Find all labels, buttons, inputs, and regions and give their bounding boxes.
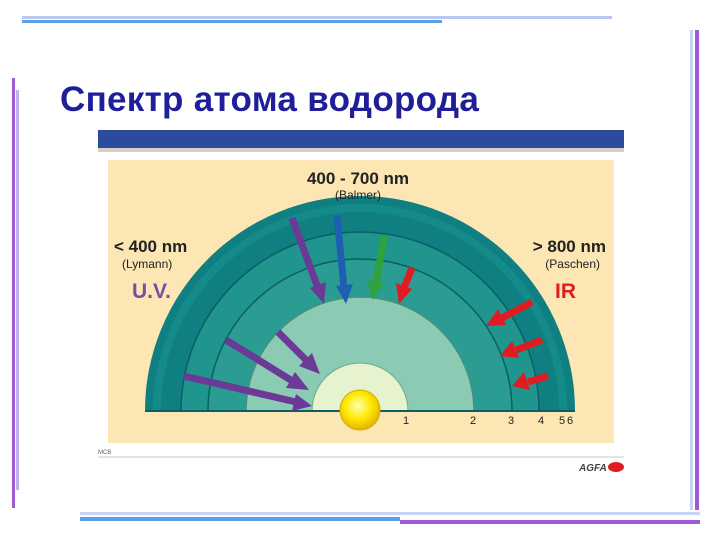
lyman-arrow-2 <box>224 337 296 385</box>
uv-arrowhead-balmer <box>310 282 326 304</box>
bottom-deco-line-light <box>80 512 700 515</box>
uv-region-label: U.V. <box>132 280 171 303</box>
lyman-arrow-1 <box>275 329 311 365</box>
core-region <box>311 362 409 412</box>
level-number-labels: 1 2 3 4 5 6 <box>403 415 573 427</box>
left-deco-line-purple <box>12 78 15 508</box>
lyman-arrowhead-2 <box>286 372 309 390</box>
agfa-logo-mark <box>608 462 624 472</box>
spectrum-diagram: 400 - 700 nm (Balmer) < 400 nm (Lymann) … <box>98 130 624 474</box>
balmer-series-label: (Balmer) <box>335 188 381 202</box>
ir-arrows <box>486 298 550 390</box>
uv-arrows <box>183 216 326 411</box>
uv-arrow-balmer <box>288 216 322 290</box>
nucleus-sun <box>339 389 381 431</box>
balmer-arrow-blue <box>333 215 348 289</box>
lyman-arrowhead-1 <box>299 353 320 374</box>
paschen-arrowhead-1 <box>486 309 506 326</box>
visible-arrows <box>333 215 416 304</box>
balmer-range-label: 400 - 700 nm <box>307 169 409 188</box>
hydrogen-spectrum-figure: 400 - 700 nm (Balmer) < 400 nm (Lymann) … <box>96 128 628 478</box>
balmer-arrowhead-blue <box>336 284 353 304</box>
bottom-deco-line-blue <box>80 517 400 521</box>
bottom-deco-line-purple <box>400 520 700 524</box>
credit-left: MCB <box>98 450 111 456</box>
lyman-series-label: (Lymann) <box>122 257 172 271</box>
level-number-2: 2 <box>470 415 476 427</box>
right-deco-line-light <box>690 30 693 510</box>
balmer-arrow-red <box>400 266 416 290</box>
lyman-arrow-3 <box>183 372 297 406</box>
lyman-range-label: < 400 nm <box>114 237 187 256</box>
paschen-range-label: > 800 nm <box>533 237 606 256</box>
level-number-1: 1 <box>403 415 409 427</box>
level-number-3: 3 <box>508 415 514 427</box>
agfa-logo: AGFA <box>578 462 624 474</box>
paschen-arrow-1 <box>500 298 534 322</box>
balmer-arrowhead-red <box>396 283 412 304</box>
agfa-wordmark: AGFA <box>578 463 607 474</box>
paschen-arrow-2 <box>514 336 544 354</box>
figure-top-bar-shadow <box>98 148 624 152</box>
level-number-6: 6 <box>567 415 573 427</box>
slide-title: Спектр атома водорода <box>60 80 480 119</box>
paschen-arrow-3 <box>526 372 550 386</box>
balmer-arrow-green <box>372 235 388 285</box>
right-deco-line-purple <box>695 30 699 510</box>
paschen-arrowhead-3 <box>512 372 530 390</box>
paschen-series-label: (Paschen) <box>545 257 600 271</box>
ir-region-label: IR <box>555 280 576 303</box>
paschen-arrowhead-2 <box>500 341 519 358</box>
lyman-arrowhead-3 <box>292 394 312 411</box>
energy-levels <box>145 196 575 412</box>
top-deco-line-light <box>22 16 612 19</box>
left-deco-line-blue <box>16 90 19 490</box>
level-number-4: 4 <box>538 415 544 427</box>
top-deco-line-blue <box>22 20 442 23</box>
level-number-5: 5 <box>559 415 565 427</box>
balmer-arrowhead-green <box>367 280 384 300</box>
figure-top-bar <box>98 130 624 148</box>
